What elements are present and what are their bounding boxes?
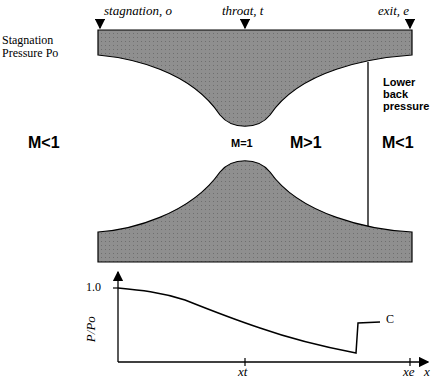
y-axis [117, 272, 118, 362]
mach-label: M>1 [290, 134, 322, 152]
curve-label: C [386, 313, 394, 326]
station-label: throat, t [222, 4, 263, 18]
mach-label: M<1 [382, 134, 414, 152]
axis-label: x [424, 365, 430, 379]
mach-label: M<1 [28, 134, 60, 152]
x-axis [118, 361, 428, 362]
lower-wall [98, 161, 412, 262]
normal-shock [367, 62, 368, 226]
pressure-curve [118, 288, 380, 353]
axis-value: 1.0 [86, 281, 101, 294]
axis-label: P/Po [84, 316, 98, 342]
station-arrow [99, 19, 100, 28]
station-arrow [409, 19, 410, 28]
mach-label: M=1 [231, 137, 253, 149]
tick [113, 287, 118, 288]
axis-tick-label: xe [403, 365, 415, 379]
inlet-note: Stagnation Pressure Po [2, 34, 64, 60]
station-label: exit, e [378, 4, 409, 18]
upper-wall [98, 30, 412, 126]
axis-tick-label: xt [238, 365, 247, 379]
back-pressure-note: Lower back pressure [383, 76, 437, 112]
station-label: stagnation, o [104, 4, 172, 18]
station-arrow [244, 19, 245, 28]
